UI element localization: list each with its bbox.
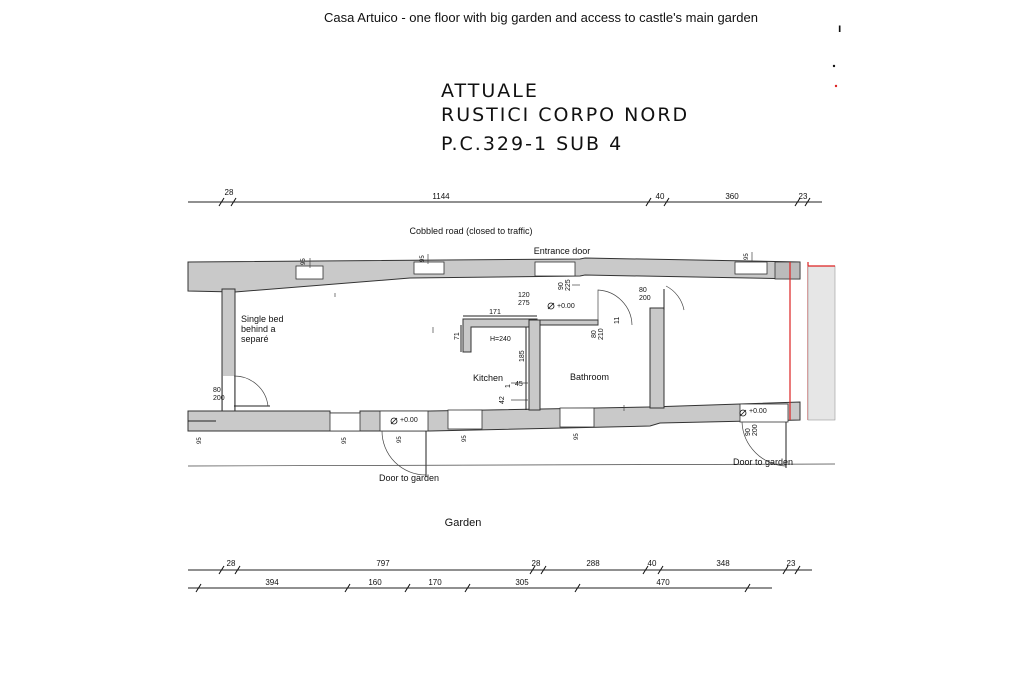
dim-bot1-23: 23 — [787, 559, 796, 568]
plan-marks — [334, 284, 625, 411]
south-door-1 — [379, 410, 429, 432]
dim-bot2-470: 470 — [656, 578, 670, 587]
bathroom-label: Bathroom — [570, 372, 609, 382]
dim-bot1-28a: 28 — [227, 559, 236, 568]
dim-200-east-door: 200 — [752, 424, 759, 436]
south-window-2 — [447, 409, 483, 430]
single-bed-label-3: separé — [241, 334, 269, 344]
entrance-door-swing — [665, 285, 685, 311]
level-marker-1 — [547, 302, 555, 310]
dim-45: 45 — [515, 381, 523, 388]
dim-80-east: 80 — [639, 287, 647, 294]
south-window-3 — [559, 407, 595, 428]
dim-bot2-170: 170 — [428, 578, 442, 587]
road-label: Cobbled road (closed to traffic) — [410, 226, 533, 236]
dim-bot2-160: 160 — [368, 578, 382, 587]
dim-bot2-394: 394 — [265, 578, 279, 587]
dim-120: 120 — [518, 292, 530, 299]
garden-label: Garden — [445, 517, 482, 529]
north-win-label-1: 95 — [301, 258, 307, 265]
south-door-2-swing — [741, 421, 787, 467]
entrance-opening — [534, 261, 576, 277]
level-label-3: +0.00 — [749, 408, 767, 415]
dim-bot1-348: 348 — [716, 559, 730, 568]
dim-71: 71 — [454, 332, 461, 340]
dim-185: 185 — [519, 350, 526, 362]
dim-80-bath: 80 — [591, 330, 598, 338]
dim-top-40: 40 — [656, 192, 665, 201]
page-caption: Casa Artuico - one floor with big garden… — [324, 10, 758, 25]
door-to-garden-left-label: Door to garden — [379, 473, 439, 483]
south-door-label-1: 95 — [397, 436, 403, 443]
dim-42: 42 — [499, 396, 506, 404]
south-win-label-1: 95 — [197, 437, 203, 444]
north-window-3 — [734, 261, 768, 275]
level-marker-3 — [739, 409, 747, 417]
single-bed-label-2: behind a — [241, 324, 276, 334]
dim-bot1-28b: 28 — [532, 559, 541, 568]
bottom-dimension-line-1: 28 797 28 288 40 348 23 — [188, 559, 812, 575]
south-door-1-swing — [381, 430, 427, 476]
dim-top-360: 360 — [725, 192, 739, 201]
dim-225-entry: 225 — [565, 279, 572, 291]
dim-80-west: 80 — [213, 387, 221, 394]
north-pillar — [774, 261, 801, 280]
dim-90-entry: 90 — [558, 282, 565, 290]
top-dimension-line: 28 1144 40 360 23 — [188, 188, 822, 207]
bathroom-north-wall — [539, 319, 599, 326]
dim-top-28: 28 — [225, 188, 234, 197]
north-win-label-2: 95 — [420, 255, 426, 262]
entrance-label: Entrance door — [534, 246, 591, 256]
dim-210-bath: 210 — [598, 328, 605, 340]
title-line-1: ATTUALE — [441, 80, 539, 102]
north-window-2 — [413, 261, 445, 275]
south-win-label-4: 95 — [574, 433, 580, 440]
corner-marker: ı — [838, 21, 841, 35]
corner-dot-black — [832, 64, 836, 68]
level-label-1: +0.00 — [557, 303, 575, 310]
dim-bot2-305: 305 — [515, 578, 529, 587]
kitchen-label: Kitchen — [473, 373, 503, 383]
dim-bot1-40: 40 — [648, 559, 657, 568]
north-wall — [187, 257, 801, 293]
north-wall-marks — [309, 252, 753, 268]
south-win-label-3: 95 — [462, 435, 468, 442]
single-bed-label-1: Single bed — [241, 314, 284, 324]
h240-label: H=240 — [490, 336, 511, 343]
title-line-3: P.C.329-1 SUB 4 — [441, 133, 623, 155]
south-window-1 — [329, 412, 361, 432]
dim-1: 1 — [505, 384, 512, 388]
north-window-1 — [295, 265, 324, 280]
title-line-2: RUSTICI CORPO NORD — [441, 104, 689, 126]
dim-bot1-797: 797 — [376, 559, 390, 568]
dim-top-23: 23 — [799, 192, 808, 201]
south-wall — [187, 401, 801, 432]
west-door-gap — [223, 376, 234, 411]
dim-275: 275 — [518, 300, 530, 307]
dim-171: 171 — [489, 309, 501, 316]
bottom-dimension-line-2: 394 160 170 305 470 — [188, 578, 772, 593]
dim-200-west: 200 — [213, 395, 225, 402]
south-win-label-2: 95 — [342, 437, 348, 444]
west-door-swing — [233, 375, 269, 407]
kitchen-bath-partition — [528, 319, 541, 411]
dim-11: 11 — [614, 317, 621, 324]
level-label-2: +0.00 — [400, 417, 418, 424]
north-win-label-3: 95 — [744, 253, 750, 260]
dim-top-1144: 1144 — [432, 192, 450, 201]
east-hatched-area — [807, 265, 836, 421]
dim-200-east: 200 — [639, 295, 651, 302]
corner-dot-red — [834, 84, 838, 88]
dim-90-east-door: 90 — [745, 428, 752, 436]
level-marker-2 — [390, 417, 398, 425]
door-to-garden-right-label: Door to garden — [733, 457, 793, 467]
bathroom-door-swing — [597, 289, 633, 326]
dim-bot1-288: 288 — [586, 559, 600, 568]
bathroom-east-wall — [649, 307, 665, 409]
